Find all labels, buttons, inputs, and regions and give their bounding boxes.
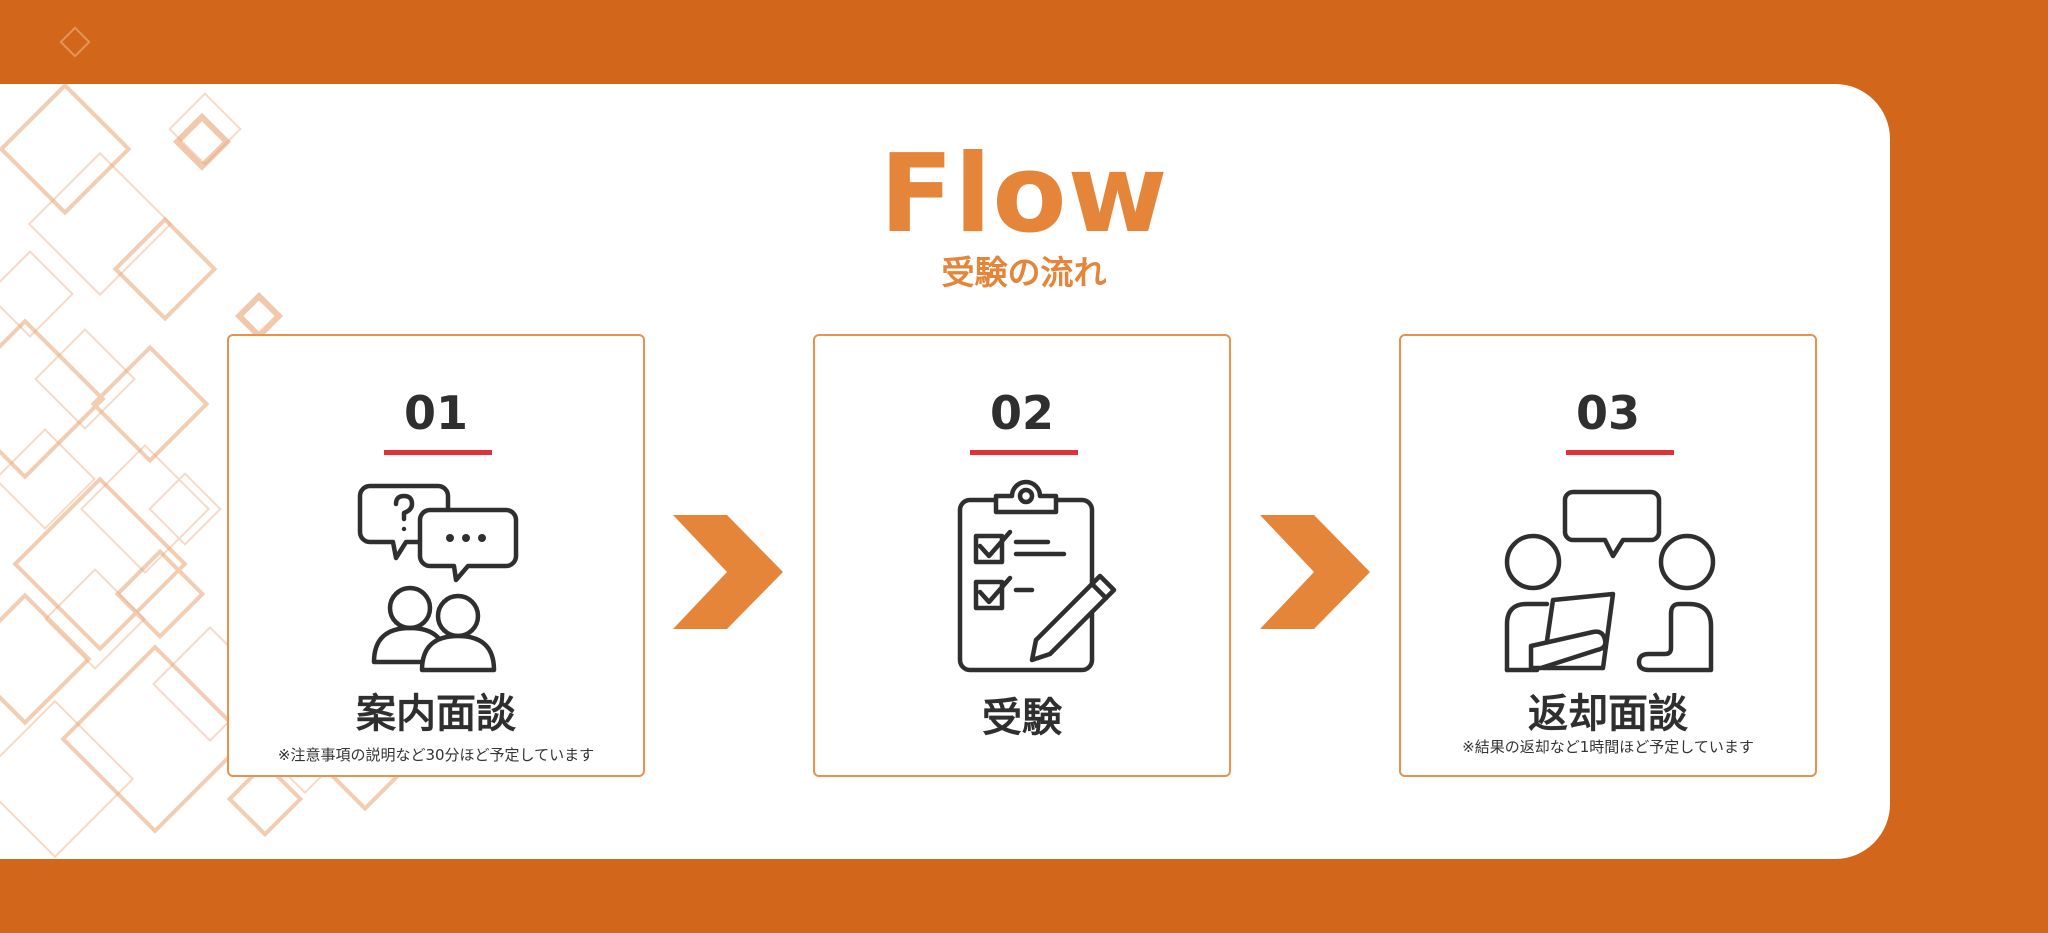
step-label: 返却面談 <box>1528 691 1688 737</box>
page-title: Flow <box>879 132 1169 257</box>
step-underline <box>384 450 492 455</box>
step-underline <box>970 450 1078 455</box>
page-subtitle: 受験の流れ <box>941 253 1107 292</box>
consultation-icon <box>1501 476 1716 676</box>
step-note: ※注意事項の説明など30分ほど予定しています <box>277 746 595 764</box>
chevron-right-icon <box>1256 513 1372 631</box>
step-number: 03 <box>1575 386 1640 440</box>
step-card-3: 03 返却面談 ※結果の返却など1時間ほど予定しています <box>1399 334 1817 777</box>
step-label: 受験 <box>982 695 1062 741</box>
step-card-2: 02 受験 <box>813 334 1231 777</box>
chevron-right-icon <box>669 513 785 631</box>
step-number: 02 <box>989 386 1054 440</box>
step-note: ※結果の返却など1時間ほど予定しています <box>1462 738 1754 756</box>
step-underline <box>1566 450 1674 455</box>
step-card-1: 01 案内面談 ※注意事項の説明など30分ほど予定しています <box>227 334 645 777</box>
step-number: 01 <box>403 386 468 440</box>
clipboard-checklist-icon <box>924 476 1124 676</box>
corner-diamond-icon <box>55 22 95 62</box>
step-label: 案内面談 <box>356 691 516 737</box>
chat-people-icon <box>338 476 538 676</box>
